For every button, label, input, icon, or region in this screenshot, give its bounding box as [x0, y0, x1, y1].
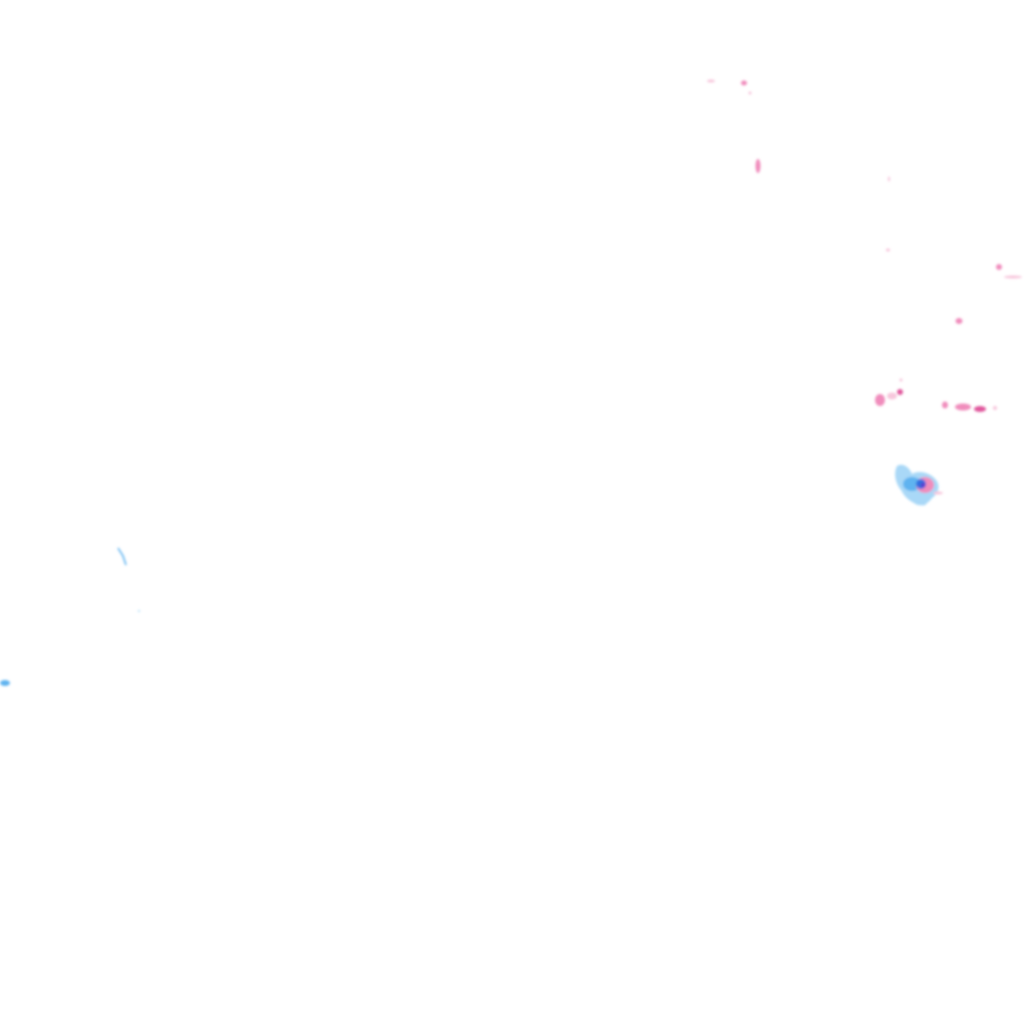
- echo-blob: [741, 80, 747, 86]
- echo-blob: [748, 91, 752, 95]
- echo-blob: [888, 176, 890, 182]
- echo-blob: [887, 392, 897, 400]
- storm-cell-core: [920, 482, 926, 488]
- echo-blob: [899, 378, 903, 382]
- echo-blob: [707, 79, 715, 83]
- echo-blob: [1004, 275, 1022, 279]
- echo-blob: [955, 403, 971, 411]
- storm-cell-tail: [919, 498, 927, 506]
- echo-blob: [755, 159, 761, 173]
- echo-blob: [996, 264, 1002, 270]
- precip-rain-layer: [0, 547, 140, 686]
- precip-mixed-layer: [707, 79, 1022, 412]
- echo-blob: [875, 394, 885, 406]
- echo-blob: [0, 680, 10, 686]
- storm-cell-trail: [933, 491, 943, 495]
- storm-cell: [895, 464, 943, 506]
- echo-blob: [993, 406, 997, 410]
- echo-blob: [955, 318, 963, 324]
- echo-blob: [886, 248, 890, 252]
- echo-blob: [897, 389, 903, 395]
- echo-blob: [974, 406, 986, 412]
- echo-streak: [117, 547, 127, 566]
- echo-blob: [942, 401, 948, 409]
- echo-blob: [138, 610, 140, 612]
